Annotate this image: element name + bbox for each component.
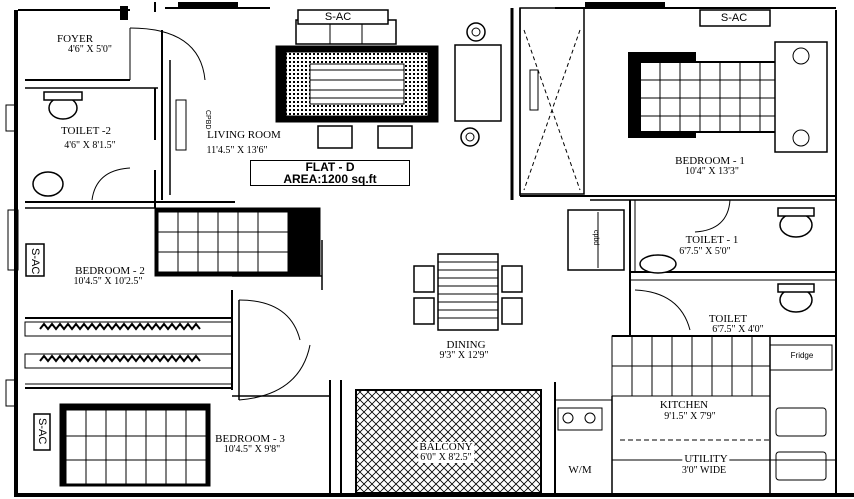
bedroom2-bed: [154, 207, 321, 277]
bedroom1-name: BEDROOM - 1: [675, 155, 745, 167]
flat-area: AREA:1200 sq.ft: [283, 172, 377, 186]
living-name: LIVING ROOM: [207, 129, 281, 141]
dining-table: [413, 253, 523, 331]
toilet1-dim: 6'7.5" X 5'0": [679, 246, 731, 257]
dining-name: DINING: [446, 339, 486, 351]
flat-title-box: FLAT - D AREA:1200 sq.ft: [250, 160, 410, 186]
wc-fixtures: [32, 91, 815, 313]
toilet-name: TOILET: [708, 313, 748, 325]
bedroom2-name: BEDROOM - 2: [75, 265, 145, 277]
foyer-dim: 4'6" X 5'0": [68, 44, 112, 55]
toilet1-name: TOILET - 1: [685, 234, 739, 246]
dining-dim: 9'3" X 12'9": [439, 350, 489, 361]
toilet2-dim: 4'6" X 8'1.5": [64, 140, 116, 151]
sac-left-bottom-label: S-AC: [36, 418, 48, 445]
walls: [5, 2, 854, 497]
bedroom2-dim: 10'4.5" X 10'2.5": [73, 276, 143, 287]
cpbd-a-label: CPBD: [204, 110, 211, 130]
fridge-label: Fridge: [790, 351, 814, 360]
living-dim: 11'4.5" X 13'6": [206, 145, 268, 156]
sac-right-label: S-AC: [720, 12, 748, 24]
utility-name: UTILITY: [682, 453, 730, 465]
living-furniture: [275, 19, 502, 149]
balcony-dim: 6'0" X 8'2.5": [418, 452, 474, 463]
flat-title: FLAT - D: [305, 160, 355, 174]
sac-units: [25, 9, 771, 451]
bedroom3-dim: 10'4.5" X 9'8": [223, 444, 281, 455]
wm-label: W/M: [568, 464, 592, 476]
kitchen-name: KITCHEN: [659, 399, 709, 411]
bedroom1-bed: [628, 41, 828, 153]
bedroom3-name: BEDROOM - 3: [215, 433, 285, 445]
sac-left-mid-label: S-AC: [29, 248, 41, 275]
cpbd-b-label: cpbd: [592, 230, 599, 246]
balcony-name: BALCONY: [417, 441, 475, 453]
toilet2-name: TOILET -2: [61, 125, 111, 137]
bedroom1-dim: 10'4" X 13'3": [685, 166, 739, 177]
bedroom3-bed: [59, 403, 211, 487]
utility-dim: 3'0" WIDE: [681, 465, 727, 476]
foyer-name: FOYER: [56, 33, 94, 45]
toilet-dim: 6'7.5" X 4'0": [712, 324, 764, 335]
sac-top-label: S-AC: [324, 11, 352, 23]
kitchen-dim: 9'1.5" X 7'9": [664, 411, 716, 422]
wardrobe-hangers: [39, 322, 201, 363]
